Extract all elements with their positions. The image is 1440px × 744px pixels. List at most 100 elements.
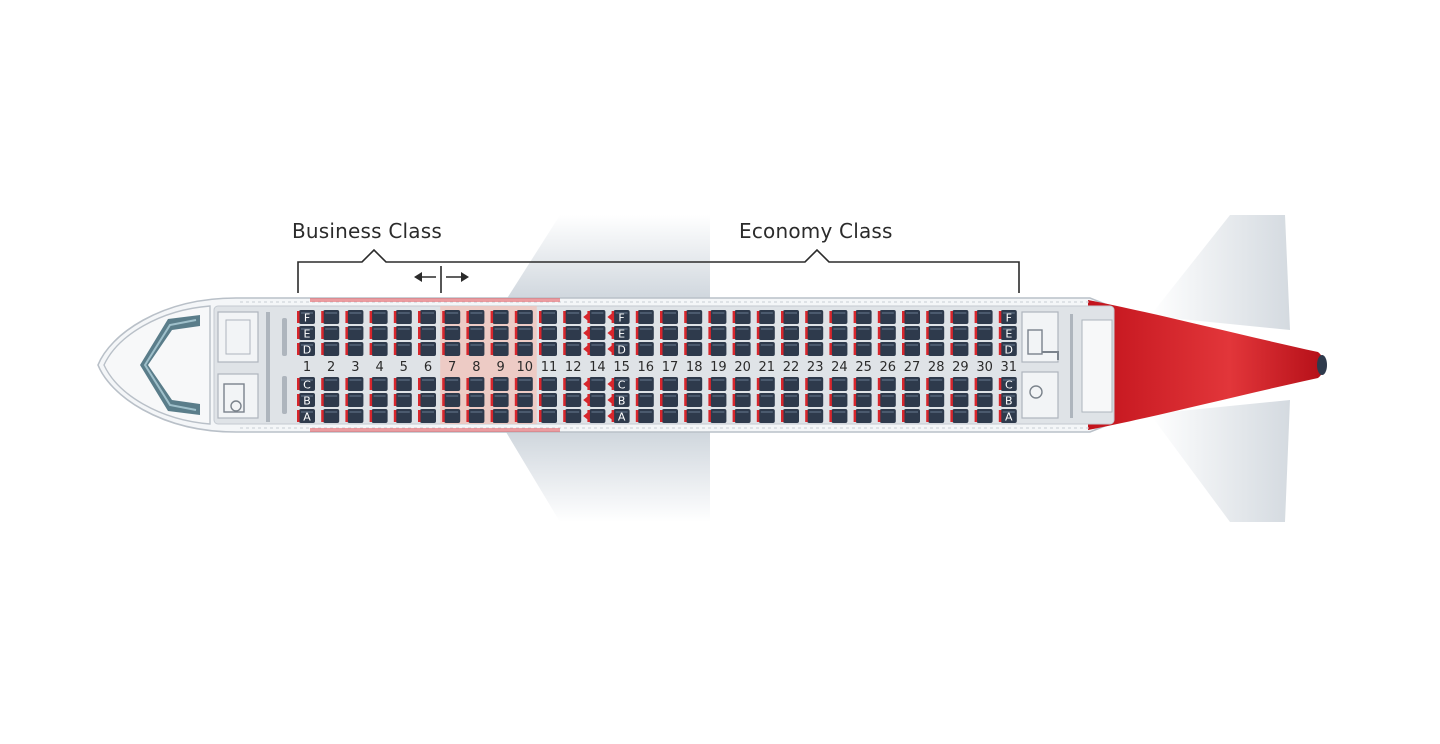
seat[interactable] xyxy=(926,310,945,324)
seat[interactable] xyxy=(514,342,533,356)
seat[interactable] xyxy=(853,342,872,356)
seat[interactable] xyxy=(781,377,799,391)
seat[interactable] xyxy=(563,326,582,340)
seat[interactable] xyxy=(393,326,412,340)
seat[interactable] xyxy=(635,342,654,356)
seat[interactable] xyxy=(732,409,751,423)
seat[interactable] xyxy=(974,409,993,423)
seat[interactable] xyxy=(660,342,678,356)
seat[interactable] xyxy=(490,393,509,407)
seat[interactable] xyxy=(466,310,485,324)
seat[interactable] xyxy=(418,326,436,340)
seat[interactable] xyxy=(732,326,751,340)
seat[interactable] xyxy=(853,409,872,423)
seat[interactable] xyxy=(974,310,993,324)
seat[interactable] xyxy=(345,377,364,391)
seat[interactable] xyxy=(684,310,703,324)
seat[interactable] xyxy=(877,326,896,340)
seat[interactable] xyxy=(611,342,630,356)
seat[interactable] xyxy=(418,377,436,391)
seat[interactable] xyxy=(321,326,340,340)
seat[interactable] xyxy=(805,342,824,356)
seat[interactable] xyxy=(321,377,340,391)
seat[interactable] xyxy=(587,393,606,407)
seat[interactable] xyxy=(708,409,727,423)
seat[interactable] xyxy=(587,409,606,423)
seat[interactable] xyxy=(684,326,703,340)
seat[interactable] xyxy=(369,393,388,407)
seat[interactable] xyxy=(539,342,557,356)
seat[interactable] xyxy=(877,393,896,407)
seat[interactable] xyxy=(877,409,896,423)
seat[interactable] xyxy=(321,310,340,324)
seat[interactable] xyxy=(660,409,678,423)
seat[interactable] xyxy=(297,310,315,324)
seat[interactable] xyxy=(297,409,315,423)
seat[interactable] xyxy=(805,393,824,407)
seat[interactable] xyxy=(974,342,993,356)
seat[interactable] xyxy=(998,377,1017,391)
seat[interactable] xyxy=(805,409,824,423)
seat[interactable] xyxy=(950,409,969,423)
seat[interactable] xyxy=(950,342,969,356)
seat[interactable] xyxy=(611,310,630,324)
seat[interactable] xyxy=(950,377,969,391)
seat[interactable] xyxy=(756,326,775,340)
seat[interactable] xyxy=(442,310,461,324)
seat[interactable] xyxy=(974,377,993,391)
seat[interactable] xyxy=(466,393,485,407)
seat[interactable] xyxy=(539,326,557,340)
seat[interactable] xyxy=(853,393,872,407)
seat[interactable] xyxy=(660,393,678,407)
seat[interactable] xyxy=(974,393,993,407)
seat[interactable] xyxy=(442,409,461,423)
seat[interactable] xyxy=(877,342,896,356)
seat[interactable] xyxy=(781,326,799,340)
seat[interactable] xyxy=(321,409,340,423)
seat[interactable] xyxy=(563,377,582,391)
seat[interactable] xyxy=(418,409,436,423)
seat[interactable] xyxy=(635,310,654,324)
seat[interactable] xyxy=(611,326,630,340)
seat[interactable] xyxy=(635,393,654,407)
seat[interactable] xyxy=(587,310,606,324)
seat[interactable] xyxy=(297,326,315,340)
seat[interactable] xyxy=(635,377,654,391)
seat[interactable] xyxy=(466,409,485,423)
seat[interactable] xyxy=(611,409,630,423)
seat[interactable] xyxy=(418,310,436,324)
seat[interactable] xyxy=(563,393,582,407)
seat[interactable] xyxy=(393,342,412,356)
seat[interactable] xyxy=(635,326,654,340)
seat[interactable] xyxy=(514,393,533,407)
seat[interactable] xyxy=(829,310,848,324)
seat[interactable] xyxy=(926,393,945,407)
seat[interactable] xyxy=(877,377,896,391)
seat[interactable] xyxy=(708,377,727,391)
seat[interactable] xyxy=(998,393,1017,407)
seat[interactable] xyxy=(345,326,364,340)
seat[interactable] xyxy=(418,342,436,356)
seat[interactable] xyxy=(490,377,509,391)
seat[interactable] xyxy=(321,342,340,356)
seat[interactable] xyxy=(369,310,388,324)
seat[interactable] xyxy=(756,393,775,407)
seat[interactable] xyxy=(611,393,630,407)
seat[interactable] xyxy=(998,310,1017,324)
seat[interactable] xyxy=(587,342,606,356)
seat[interactable] xyxy=(393,377,412,391)
seat[interactable] xyxy=(418,393,436,407)
seat[interactable] xyxy=(466,342,485,356)
seat[interactable] xyxy=(539,393,557,407)
seat[interactable] xyxy=(708,326,727,340)
seat[interactable] xyxy=(756,409,775,423)
seat[interactable] xyxy=(345,310,364,324)
seat[interactable] xyxy=(466,377,485,391)
seat[interactable] xyxy=(660,310,678,324)
seat[interactable] xyxy=(950,393,969,407)
seat[interactable] xyxy=(732,342,751,356)
seat[interactable] xyxy=(998,342,1017,356)
seat[interactable] xyxy=(732,393,751,407)
seat[interactable] xyxy=(708,310,727,324)
seat[interactable] xyxy=(611,377,630,391)
